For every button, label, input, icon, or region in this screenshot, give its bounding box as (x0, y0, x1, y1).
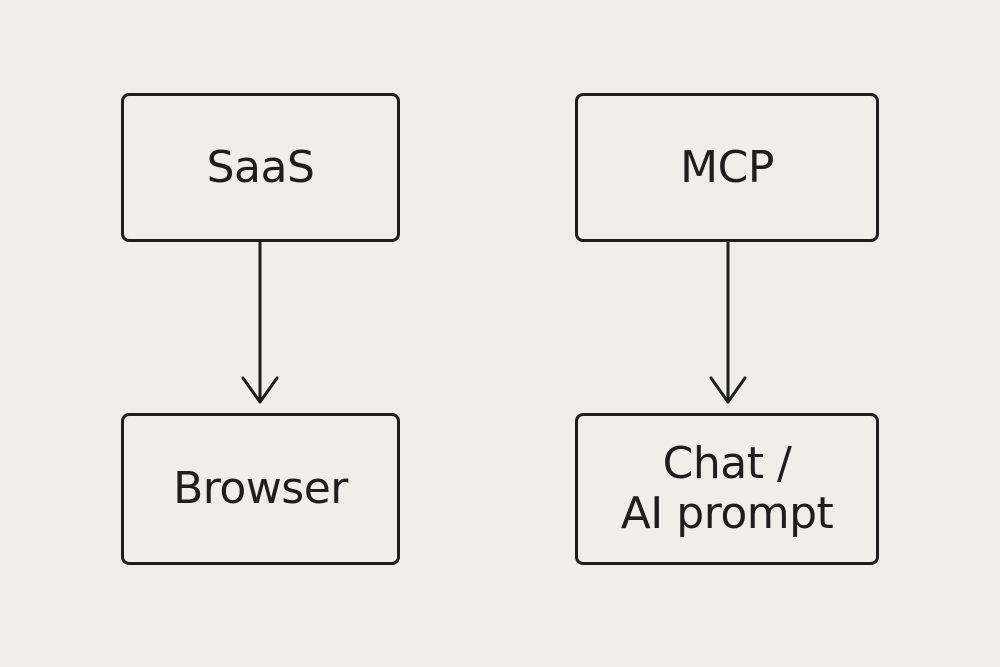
node-saas: SaaS (121, 93, 400, 242)
node-saas-label: SaaS (206, 141, 315, 193)
node-chat-label-line1: Chat / (662, 438, 792, 489)
node-browser: Browser (121, 413, 400, 565)
node-mcp-label: MCP (680, 141, 774, 193)
node-chat-ai-prompt: Chat / AI prompt (575, 413, 879, 565)
node-chat-label-line2: AI prompt (620, 488, 834, 539)
node-chat-label: Chat / AI prompt (621, 439, 834, 539)
arrow-saas-to-browser (241, 240, 279, 404)
arrow-mcp-to-chat (709, 240, 747, 404)
node-mcp: MCP (575, 93, 879, 242)
node-browser-label: Browser (173, 463, 348, 514)
